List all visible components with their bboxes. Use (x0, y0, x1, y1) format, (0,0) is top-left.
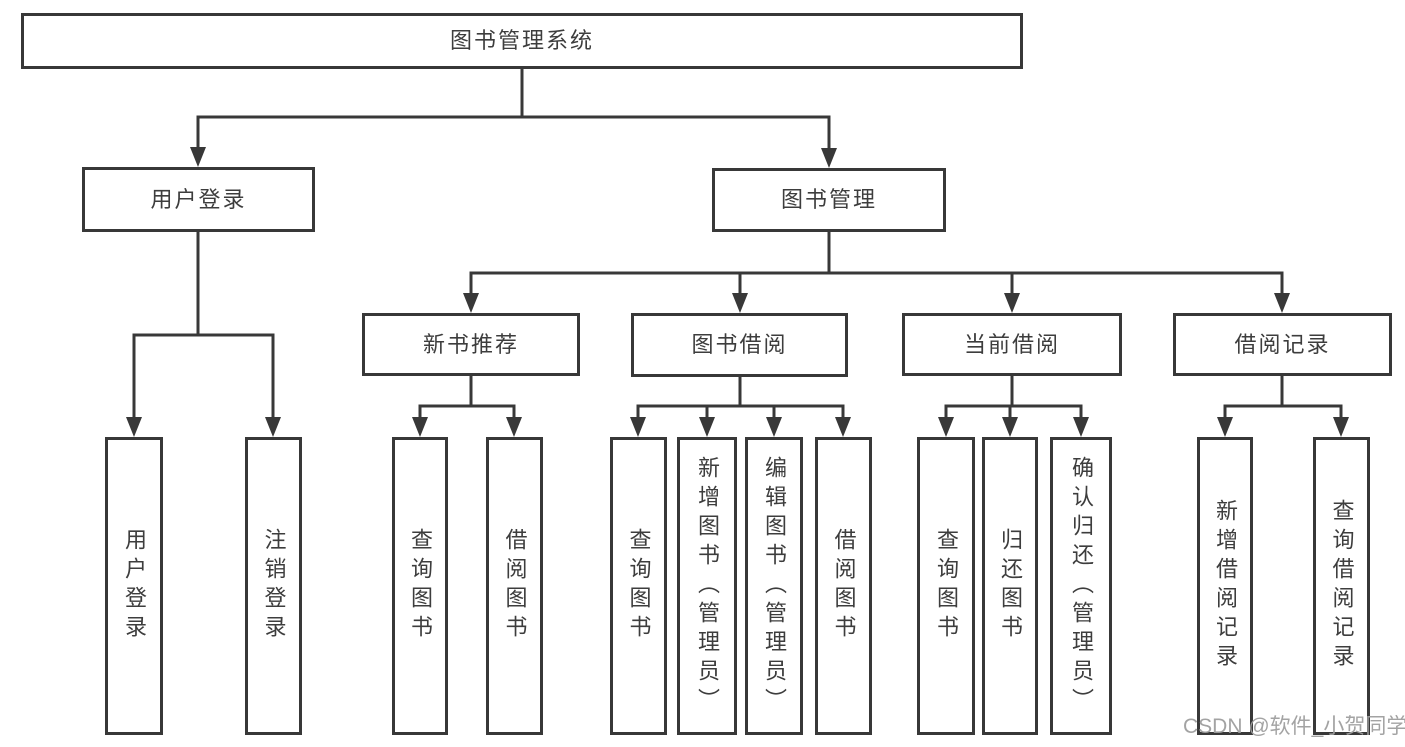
node-current-borrowing: 当前借阅 (902, 313, 1122, 376)
node-new-book-recommend: 新书推荐 (362, 313, 580, 376)
leaf-current-confirm-return-admin-label: 确认归还（管理员） (1069, 455, 1094, 717)
leaf-newrec-query-books: 查询图书 (392, 437, 448, 735)
leaf-current-query-books-label: 查询图书 (934, 528, 959, 644)
leaf-records-add-record-label: 新增借阅记录 (1213, 499, 1238, 673)
node-library-management-system-label: 图书管理系统 (449, 28, 594, 53)
leaf-records-query-record-label: 查询借阅记录 (1329, 499, 1355, 673)
node-library-management-system: 图书管理系统 (21, 13, 1023, 69)
node-borrowing-records-label: 借阅记录 (1234, 331, 1331, 357)
leaf-newrec-borrow-books-label: 借阅图书 (502, 528, 528, 644)
csdn-watermark: CSDN @软件_小贺同学 (1183, 715, 1405, 738)
leaf-borrow-query-books: 查询图书 (610, 437, 667, 735)
node-user-login: 用户登录 (82, 167, 315, 232)
node-current-borrowing-label: 当前借阅 (963, 331, 1060, 357)
leaf-records-query-record: 查询借阅记录 (1313, 437, 1370, 735)
node-new-book-recommend-label: 新书推荐 (422, 331, 519, 357)
leaf-logout: 注销登录 (245, 437, 302, 735)
leaf-current-query-books: 查询图书 (917, 437, 975, 735)
node-user-login-label: 用户登录 (150, 186, 247, 212)
node-book-management-label: 图书管理 (780, 187, 877, 212)
leaf-newrec-borrow-books: 借阅图书 (486, 437, 543, 735)
leaf-current-confirm-return-admin: 确认归还（管理员） (1050, 437, 1112, 735)
node-book-borrowing: 图书借阅 (631, 313, 848, 377)
leaf-current-return-books: 归还图书 (982, 437, 1038, 735)
node-borrowing-records: 借阅记录 (1173, 313, 1392, 376)
leaf-borrow-borrow-books-label: 借阅图书 (831, 528, 857, 644)
leaf-newrec-query-books-label: 查询图书 (408, 528, 433, 644)
leaf-borrow-edit-books-admin-label: 编辑图书（管理员） (762, 455, 787, 717)
leaf-borrow-edit-books-admin: 编辑图书（管理员） (745, 437, 803, 735)
leaf-user-login-label: 用户登录 (122, 528, 147, 644)
leaf-user-login: 用户登录 (105, 437, 163, 735)
leaf-borrow-add-books-admin: 新增图书（管理员） (677, 437, 737, 735)
leaf-borrow-query-books-label: 查询图书 (626, 528, 652, 644)
leaf-records-add-record: 新增借阅记录 (1197, 437, 1253, 735)
node-book-borrowing-label: 图书借阅 (691, 332, 788, 357)
node-book-management: 图书管理 (712, 168, 946, 232)
leaf-borrow-add-books-admin-label: 新增图书（管理员） (695, 455, 720, 717)
leaf-current-return-books-label: 归还图书 (998, 528, 1023, 644)
tree-edge-lines (132, 69, 1343, 419)
leaf-borrow-borrow-books: 借阅图书 (815, 437, 872, 735)
leaf-logout-label: 注销登录 (261, 528, 287, 644)
